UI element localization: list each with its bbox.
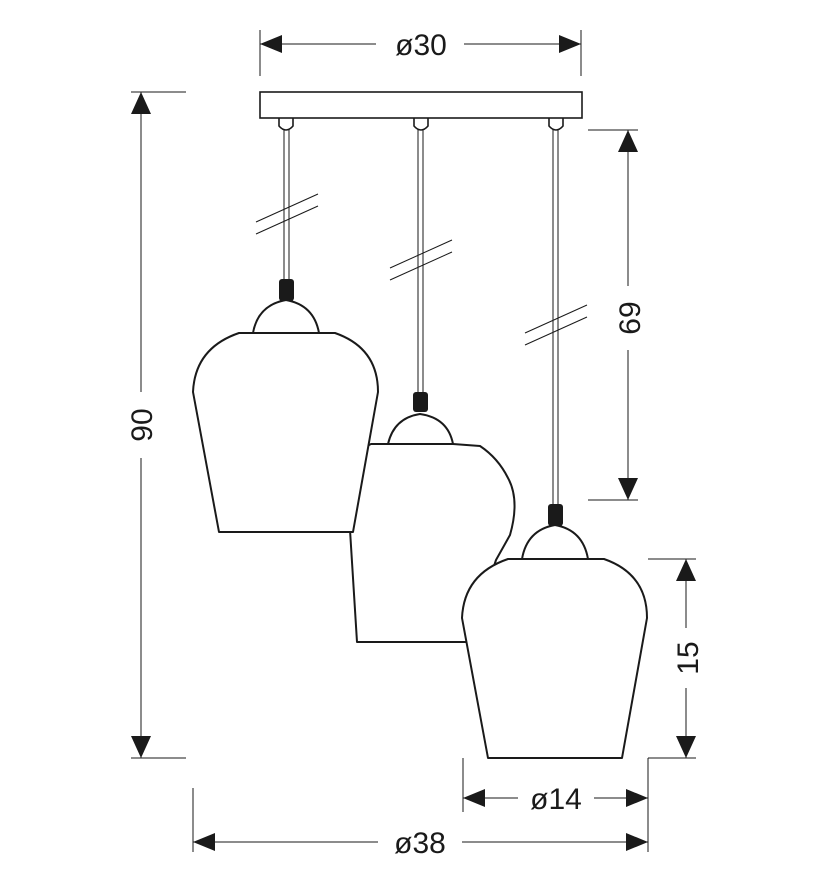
label-total-diameter: ø38 bbox=[394, 827, 446, 860]
dimension-canopy-diameter bbox=[259, 30, 582, 76]
cord-middle bbox=[417, 130, 424, 392]
dimension-total-diameter bbox=[192, 788, 649, 852]
cord-left bbox=[283, 130, 290, 280]
pendant-shade-right bbox=[461, 504, 648, 759]
dimension-shade-diameter bbox=[462, 758, 649, 812]
cord-clip-right bbox=[548, 118, 564, 131]
label-cord-length: 69 bbox=[614, 301, 647, 334]
label-total-height: 90 bbox=[126, 408, 159, 441]
cord-clip-left bbox=[278, 118, 294, 131]
dimension-total-height bbox=[131, 91, 186, 759]
label-canopy-diameter: ø30 bbox=[395, 29, 447, 62]
ceiling-canopy bbox=[259, 91, 583, 119]
cord-right bbox=[552, 130, 559, 505]
label-shade-diameter: ø14 bbox=[530, 783, 582, 816]
cord-break-right bbox=[524, 304, 588, 346]
pendant-shade-left bbox=[192, 279, 379, 533]
dimension-cord-length bbox=[588, 129, 638, 501]
cord-break-left bbox=[255, 193, 319, 235]
cord-clip-middle bbox=[413, 118, 429, 131]
label-shade-height: 15 bbox=[672, 641, 705, 674]
dimension-shade-height bbox=[648, 558, 696, 759]
cord-break-middle bbox=[389, 239, 453, 281]
